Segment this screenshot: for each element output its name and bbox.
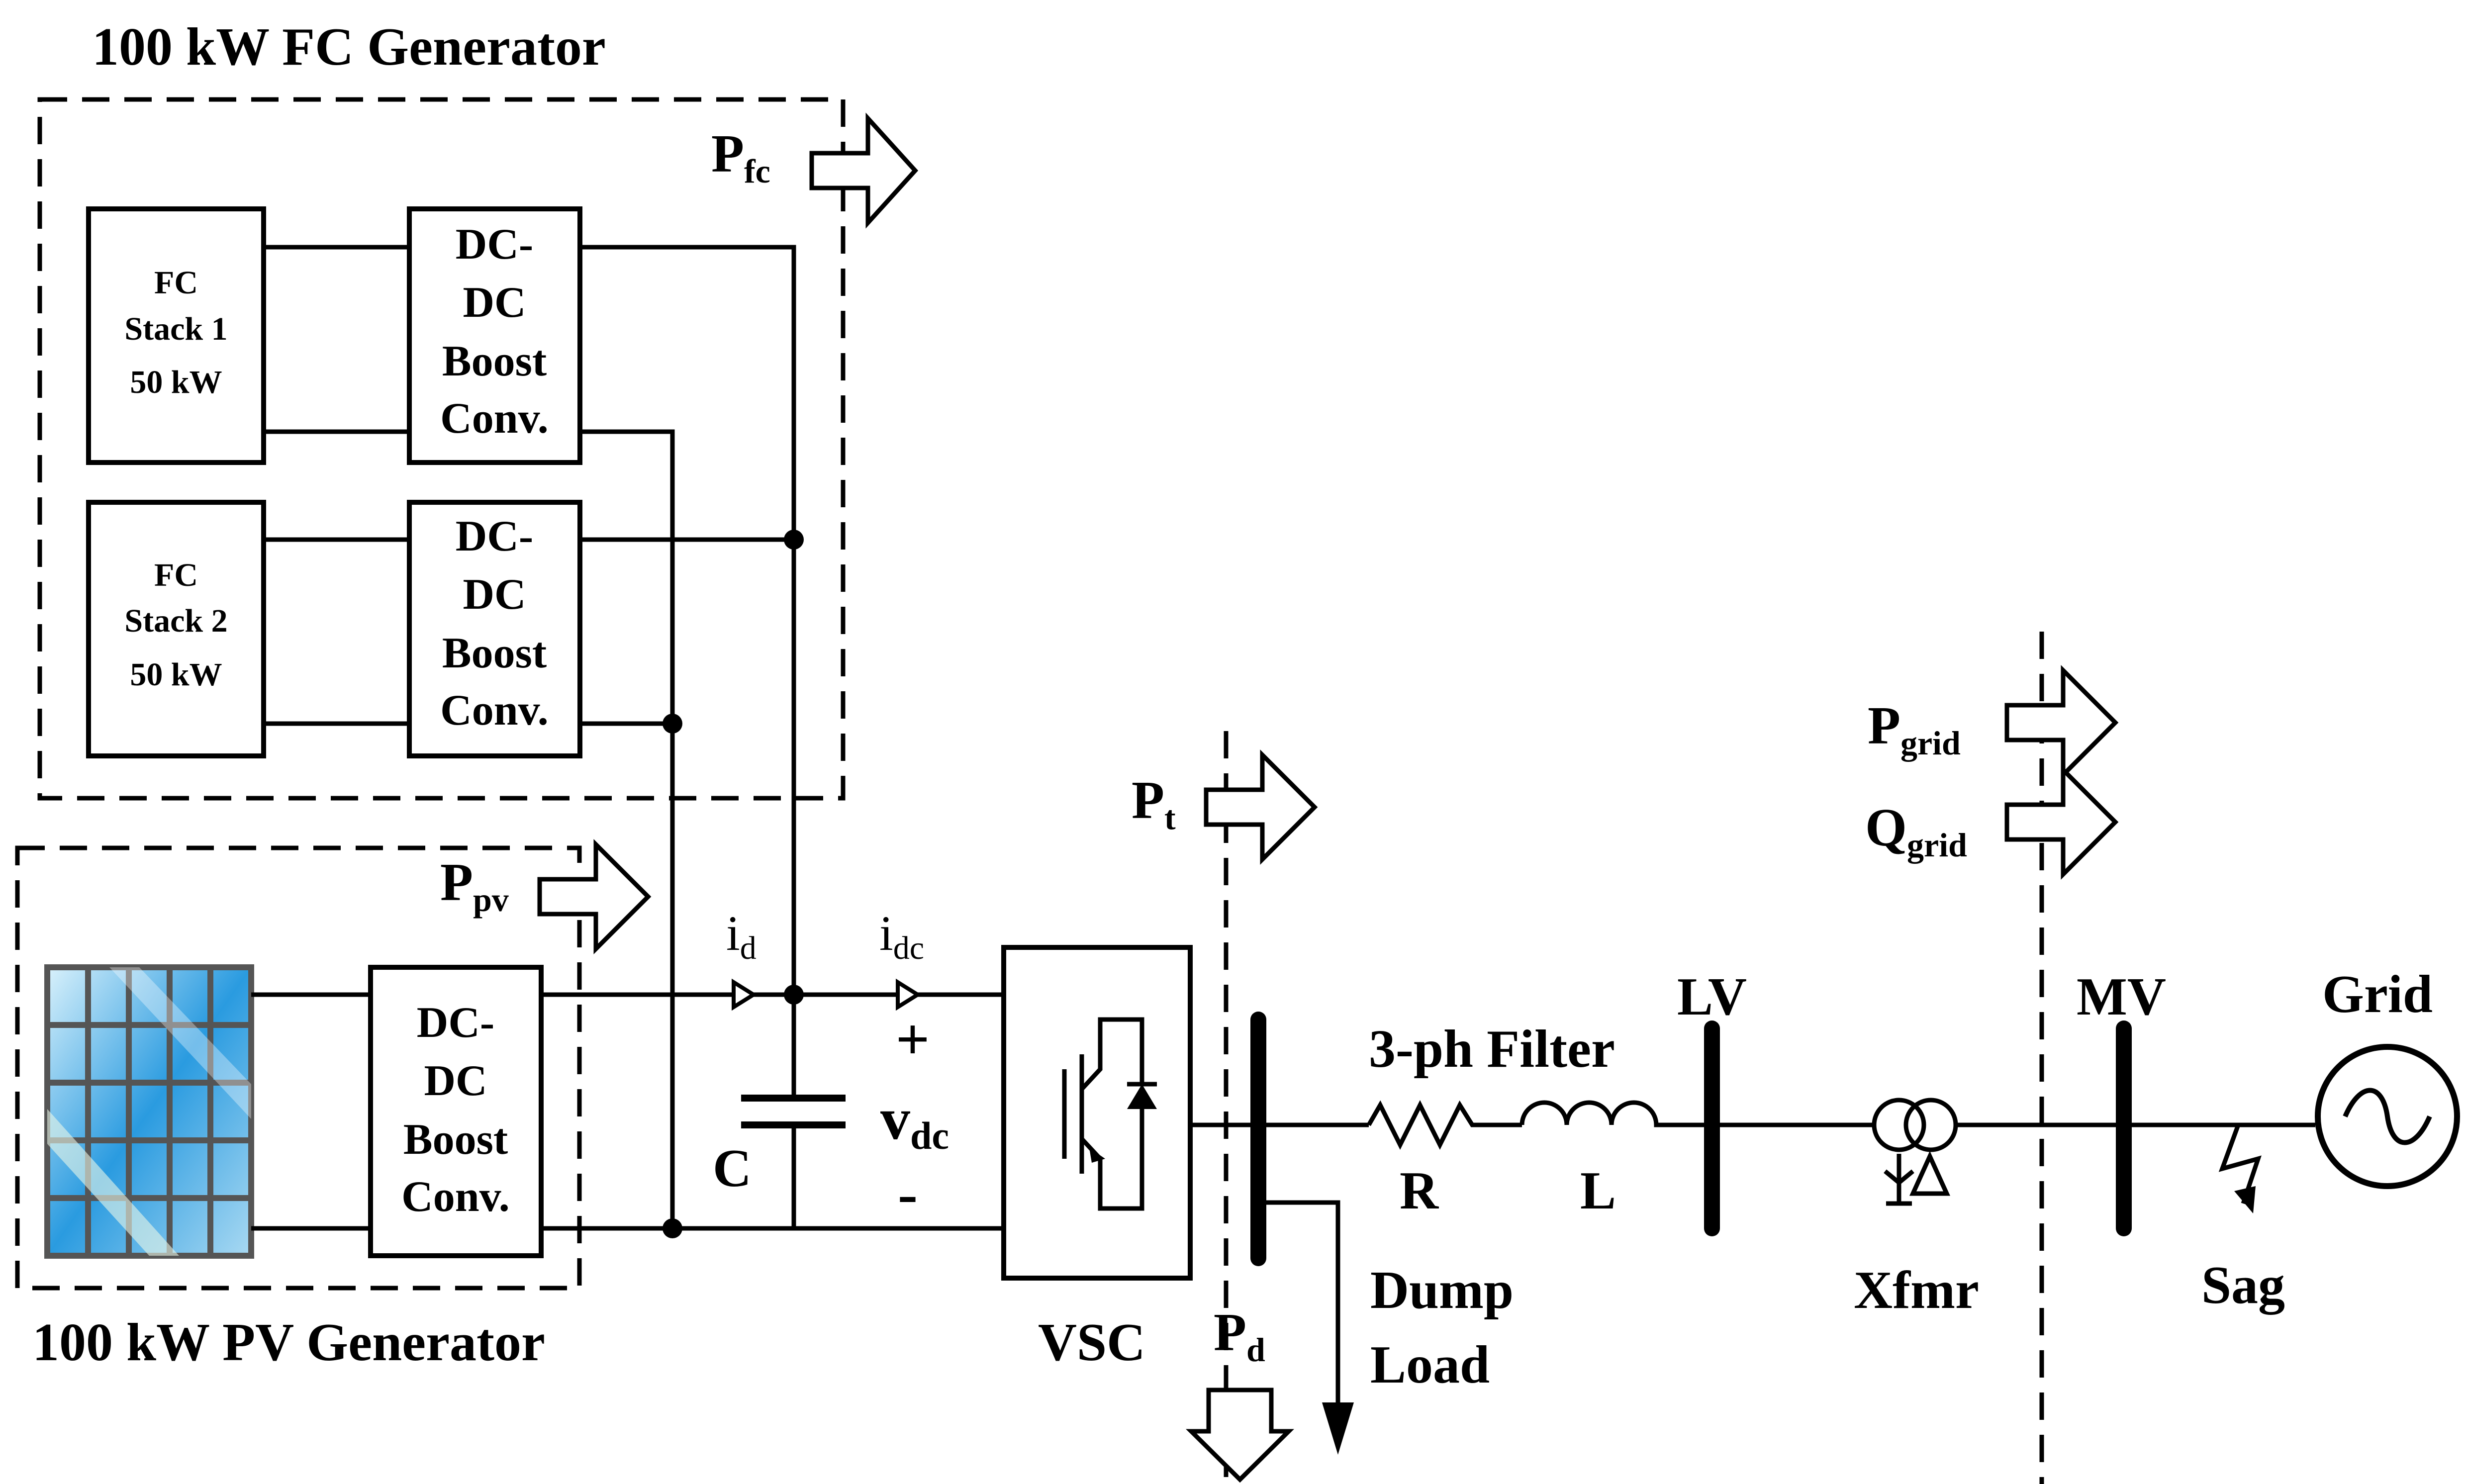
p-t-label: Pt [1132,771,1176,836]
vsc-label: VSC [1038,1313,1145,1372]
q-grid-arrow [2004,764,2119,880]
sag-arrowhead [2234,1186,2256,1213]
transformer-icon [1872,1098,1958,1206]
dc-negative-fc1-wire [580,429,675,1228]
pv-generator-boundary [15,845,582,1291]
sine-wave-icon [2343,1088,2432,1145]
grid-label: Grid [2322,965,2433,1024]
junction-dot [784,530,804,550]
inductor-icon [1519,1100,1711,1127]
dump-load-line1: Dump [1370,1261,1514,1320]
capacitor-icon [741,1095,846,1128]
idc-current-arrow [896,978,922,1011]
inductor-label: L [1580,1161,1616,1220]
sag-fault-icon [2218,1124,2262,1205]
fc-converter-1 [407,206,582,465]
vdc-minus: - [898,1160,918,1226]
fc-converter-2-line4: Conv. [440,686,549,735]
pv-converter-line1: DC- [417,999,494,1047]
dc-positive-fc1-wire [580,245,796,995]
mv-bus-label: MV [2077,967,2166,1026]
junction-dot [663,1218,682,1238]
fc-converter-2 [407,500,582,758]
junction-dot [663,714,682,734]
id-current-arrow [732,978,758,1011]
p-t-arrow [1204,749,1318,865]
fc-converter-1-line3: Boost [442,337,547,385]
vsc: VSC [1001,945,1193,1372]
p-pv-label: Ppv [440,853,509,919]
p-fc-label: Pfc [711,124,770,190]
p-d-arrow [1186,1388,1294,1483]
pv-generator: 100 kW PV Generator DC- DC Boost Conv. P… [15,839,652,1372]
vsc-box [1001,945,1193,1281]
fc-stack-1-line3: 50 kW [130,364,222,400]
filter-title: 3-ph Filter [1369,1020,1615,1079]
pv-converter [368,965,544,1258]
fc-stack-2-line1: FC [154,557,198,593]
fc-converter-1-line2: DC [463,278,526,327]
fc-stack-1 [86,206,266,465]
dc-link: C id idc + vdc - [541,245,1004,1238]
resistor-label: R [1400,1161,1439,1220]
pv-converter-line3: Boost [403,1115,508,1164]
fc-stack-2 [86,500,266,758]
p-d-label: Pd [1214,1303,1265,1369]
vdc-label: vdc [880,1086,949,1157]
q-grid-label: Qgrid [1865,798,1967,864]
id-label: id [726,906,757,966]
fc-stack-2-line3: 50 kW [130,656,222,693]
fc-converter-2-line1: DC- [456,512,533,560]
fc-generator: 100 kW FC Generator FC Stack 1 50 kW DC-… [37,17,919,801]
idc-label: idc [879,906,924,966]
p-pv-arrow [537,839,652,954]
fc-converter-1-line1: DC- [456,220,533,269]
fc-generator-boundary [37,97,846,801]
fc-stack-1-line1: FC [154,265,198,301]
ac-side: Pt Dump Load Pd R L 3-ph Filter LV Xfm [1132,632,2460,1484]
fc-converter-2-line3: Boost [442,629,547,677]
fc-generator-title: 100 kW FC Generator [92,17,606,77]
p-grid-label: Pgrid [1868,696,1961,762]
pv-panel-wires [251,992,371,1231]
fc-converter-1-line4: Conv. [440,394,549,443]
dump-load-arrowhead [1322,1402,1354,1455]
pv-generator-title: 100 kW PV Generator [32,1313,545,1372]
p-grid-arrow [2004,665,2119,780]
dump-load-wire [1258,1200,1340,1422]
sag-label: Sag [2201,1256,2285,1315]
transformer-label: Xfmr [1854,1261,1979,1320]
fc-converter-2-line2: DC [463,570,526,619]
resistor-icon [1367,1100,1522,1150]
fc-stack-1-line2: Stack 1 [124,311,227,347]
pv-panel-icon [44,964,254,1259]
fc-stack-wires [264,245,409,726]
igbt-icon [1062,1017,1157,1211]
fc-stack-2-line2: Stack 2 [124,603,227,639]
lv-bus-label: LV [1677,967,1747,1026]
p-fc-arrow [809,112,919,229]
pv-converter-line2: DC [424,1057,487,1105]
vdc-plus: + [896,1006,930,1072]
capacitor-label: C [713,1139,752,1198]
pv-converter-line4: Conv. [401,1173,510,1221]
dump-load-line2: Load [1370,1335,1490,1394]
